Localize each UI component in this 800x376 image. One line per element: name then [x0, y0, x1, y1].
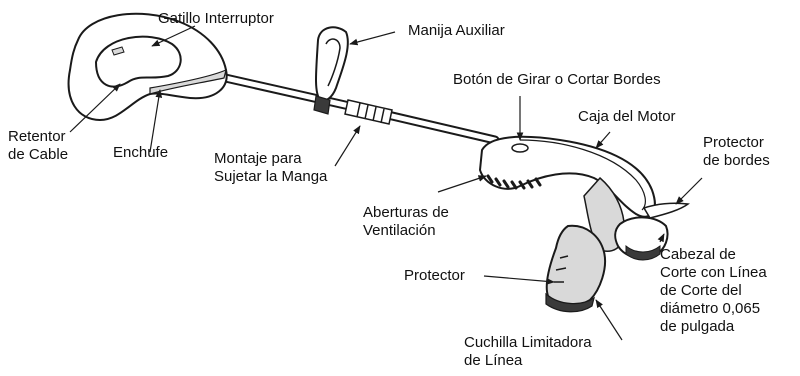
- label-edge-guard-line-1: Protector: [703, 134, 770, 152]
- label-cutting-head-line-3: de Corte del: [660, 282, 767, 300]
- label-ventilation-line-1: Aberturas de: [363, 204, 449, 222]
- label-ventilation-line-2: Ventilación: [363, 222, 449, 240]
- label-cord-retainer-line-2: de Cable: [8, 146, 68, 164]
- edge-guard: [644, 203, 688, 218]
- label-cord-retainer-line-1: Retentor: [8, 128, 68, 146]
- label-cutting-head-line-2: Corte con Línea: [660, 264, 767, 282]
- label-cutting-head: Cabezal de Corte con Línea de Corte del …: [660, 246, 767, 336]
- label-auxiliary-handle-text: Manija Auxiliar: [408, 22, 505, 40]
- label-edge-guard-line-2: de bordes: [703, 152, 770, 170]
- label-edge-button-text: Botón de Girar o Cortar Bordes: [453, 71, 661, 89]
- label-cutting-head-line-5: de pulgada: [660, 318, 767, 336]
- label-cutting-head-line-1: Cabezal de: [660, 246, 767, 264]
- label-cord-retainer: Retentor de Cable: [8, 128, 68, 164]
- label-sleeve-mount-line-1: Montaje para: [214, 150, 327, 168]
- label-motor-housing: Caja del Motor: [578, 108, 676, 126]
- label-cutting-head-line-4: diámetro 0,065: [660, 300, 767, 318]
- label-switch-trigger: Gatillo Interruptor: [158, 10, 274, 28]
- label-guard-text: Protector: [404, 267, 465, 285]
- shaft: [190, 70, 495, 140]
- label-ventilation: Aberturas de Ventilación: [363, 204, 449, 240]
- label-sleeve-mount-line-2: Sujetar la Manga: [214, 168, 327, 186]
- label-auxiliary-handle: Manija Auxiliar: [408, 22, 505, 40]
- label-line-limiter-blade-line-1: Cuchilla Limitadora: [464, 334, 592, 352]
- lower-guard: [546, 226, 605, 312]
- label-plug-text: Enchufe: [113, 144, 168, 162]
- label-sleeve-mount: Montaje para Sujetar la Manga: [214, 150, 327, 186]
- label-edge-guard: Protector de bordes: [703, 134, 770, 170]
- label-switch-trigger-text: Gatillo Interruptor: [158, 10, 274, 28]
- label-edge-button: Botón de Girar o Cortar Bordes: [453, 71, 661, 89]
- label-line-limiter-blade: Cuchilla Limitadora de Línea: [464, 334, 592, 370]
- label-line-limiter-blade-line-2: de Línea: [464, 352, 592, 370]
- sleeve-mount-collar: [345, 100, 392, 124]
- label-motor-housing-text: Caja del Motor: [578, 108, 676, 126]
- rear-handle: [69, 14, 227, 120]
- label-guard: Protector: [404, 267, 465, 285]
- label-plug: Enchufe: [113, 144, 168, 162]
